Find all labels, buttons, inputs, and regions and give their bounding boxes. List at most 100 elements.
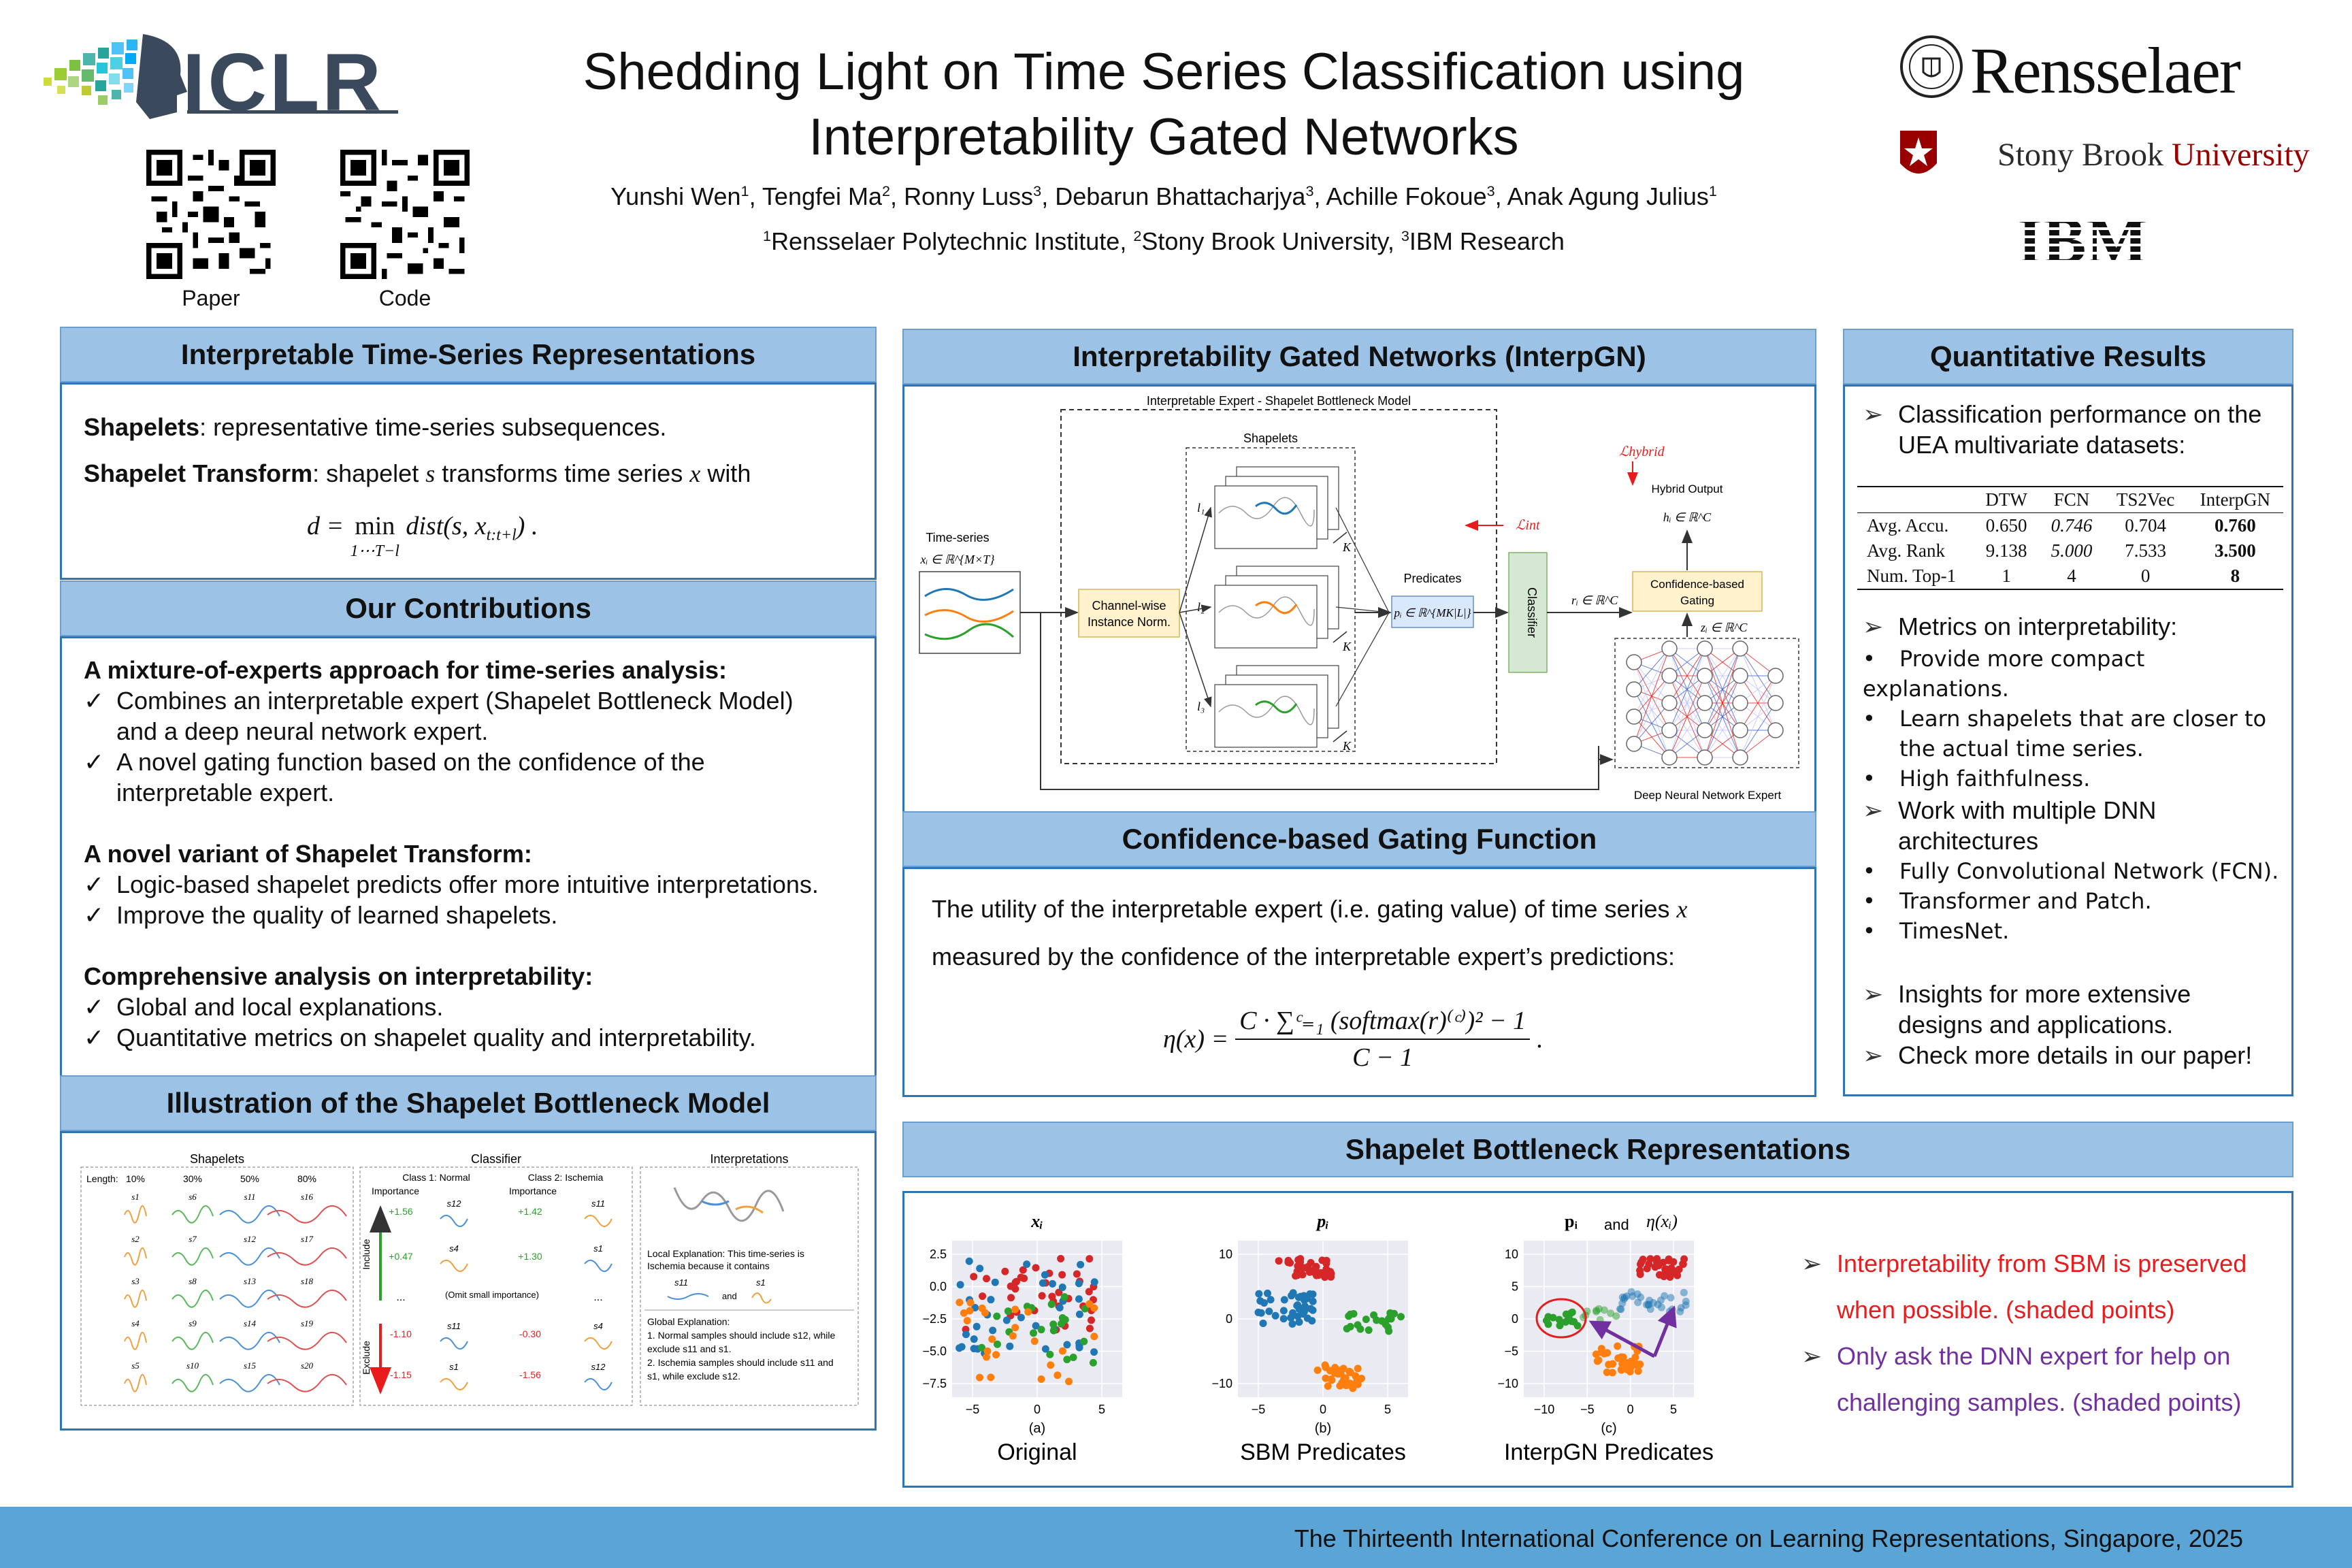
scatter-point	[1017, 1313, 1025, 1322]
affil-sup: 3	[1401, 227, 1409, 244]
scatter-point	[1288, 1320, 1296, 1328]
scatter-point	[1330, 1369, 1339, 1377]
contrib-item-text: A novel gating function based on the con…	[116, 748, 705, 776]
bullet-item: High faithfulness.	[1863, 764, 2291, 794]
sbr-xtick: 5	[1098, 1403, 1105, 1416]
bullet-text: Transformer and Patch.	[1899, 888, 2152, 914]
scatter-point	[1362, 1316, 1370, 1324]
author-affil-sup: 3	[1305, 182, 1314, 199]
sbr-ytick: 10	[1505, 1247, 1518, 1261]
illus-global-line: 2. Ischemia samples should include s11 a…	[647, 1357, 834, 1368]
illus-shapelet-name: s8	[189, 1276, 197, 1286]
scatter-point	[1057, 1254, 1065, 1262]
scatter-point	[1265, 1307, 1273, 1316]
gating-line-1-x: x	[1676, 896, 1688, 923]
gating-eq-denominator: C − 1	[1235, 1039, 1531, 1073]
scatter-point	[1085, 1324, 1094, 1333]
contrib-item-cont: interpretable expert.	[116, 779, 335, 806]
scatter-point	[1312, 1262, 1320, 1271]
contrib-group-title: A novel variant of Shapelet Transform:	[84, 840, 532, 868]
transform-def-c: with	[700, 459, 751, 487]
sbr-ytick: 0	[1512, 1312, 1518, 1326]
scatter-point	[1039, 1279, 1047, 1287]
rensselaer-logo: Rensselaer	[1970, 34, 2241, 107]
illus-c2-value: -1.56	[519, 1369, 541, 1380]
contrib-item-cont: and a deep neural network expert.	[116, 717, 489, 745]
table-cell: Avg. Rank	[1867, 540, 1945, 561]
eq-min-sub: 1⋯T−l	[350, 542, 399, 560]
illus-shapelet-name: s2	[131, 1234, 140, 1244]
shapelets-term: Shapelets	[84, 413, 200, 441]
scatter-point	[1657, 1303, 1665, 1311]
shapelet-stack: l₃K	[1179, 612, 1390, 753]
scatter-point	[1060, 1293, 1068, 1301]
nn-neuron	[1732, 668, 1748, 684]
illus-c2-shapelet: s4	[593, 1321, 603, 1331]
scatter-point	[1592, 1350, 1600, 1358]
scatter-point	[970, 1273, 978, 1281]
poster-title: Shedding Light on Time Series Classifica…	[449, 39, 1878, 170]
paper-qr-code[interactable]	[146, 150, 276, 279]
illus-omit: (Omit small importance)	[445, 1290, 539, 1300]
nn-neuron	[1732, 695, 1748, 711]
illus-c1-shapelet: s4	[449, 1243, 459, 1254]
shapelet-length-label: l₁	[1197, 501, 1205, 514]
r-math: rᵢ ∈ ℝ^C	[1571, 593, 1618, 607]
predicates-label: Predicates	[1403, 572, 1461, 585]
affil-name: Stony Brook University	[1141, 227, 1388, 255]
hybrid-output-label: Hybrid Output	[1652, 483, 1723, 495]
scatter-point	[978, 1304, 986, 1312]
author-name: Tengfei Ma	[762, 182, 883, 210]
illus-local-s-a: s11	[674, 1277, 688, 1288]
eq-rhs-sub: t:t+l	[486, 526, 517, 544]
scatter-point	[1565, 1313, 1573, 1322]
shapelet-k-label: K	[1342, 540, 1352, 554]
nn-neuron	[1697, 722, 1713, 738]
illus-c2-shapelet: s1	[593, 1243, 603, 1254]
scatter-point	[1011, 1305, 1019, 1313]
table-cell: 0.760	[2214, 515, 2256, 536]
sbr-ytick: −5	[1504, 1345, 1518, 1358]
shapelet-length-label: l₃	[1197, 700, 1205, 713]
sbr-plot-caption: Original	[997, 1439, 1077, 1465]
predicates-math: pᵢ ∈ ℝ^{MK|L|}	[1393, 606, 1471, 619]
sbr-ytick: 2.5	[930, 1247, 947, 1261]
table-cell: 3.500	[2214, 540, 2256, 561]
code-qr-code[interactable]	[340, 150, 470, 279]
scatter-point	[1075, 1310, 1083, 1318]
illus-shapelet-curve	[124, 1374, 147, 1392]
scatter-point	[1377, 1317, 1386, 1325]
contrib-item: Improve the quality of learned shapelets…	[84, 900, 819, 930]
scatter-point	[1090, 1333, 1098, 1341]
bullet-text: Provide more compact explanations.	[1863, 646, 2145, 702]
scatter-point	[1296, 1255, 1305, 1263]
shapelets-label: Shapelets	[1243, 431, 1298, 445]
illus-global-title: Global Explanation:	[647, 1316, 730, 1327]
illus-c1-value: -1.15	[390, 1369, 412, 1380]
sbr-note-red-b: when possible. (shaded points)	[1837, 1296, 2175, 1324]
scatter-point	[1049, 1326, 1058, 1335]
illus-shapelet-curve	[267, 1247, 347, 1266]
scatter-point	[1007, 1282, 1015, 1290]
illus-shapelet-name: s9	[189, 1318, 197, 1328]
h-math: hᵢ ∈ ℝ^C	[1663, 510, 1712, 524]
scatter-point	[1627, 1357, 1635, 1365]
illus-c1-value: -1.10	[390, 1328, 412, 1339]
scatter-point	[1056, 1304, 1064, 1312]
bullet-icon	[1863, 858, 1899, 884]
sbr-arrow	[1652, 1305, 1677, 1357]
illus-ellipsis-1: ...	[396, 1292, 405, 1303]
interpretable-expert-label: Interpretable Expert - Shapelet Bottlene…	[1147, 394, 1411, 408]
scatter-point	[1313, 1366, 1322, 1374]
bullet-item: Learn shapelets that are closer to	[1863, 704, 2291, 734]
scatter-point	[1047, 1361, 1055, 1369]
scatter-point	[1603, 1368, 1611, 1376]
sbr-ytick: 5	[1512, 1280, 1518, 1294]
illus-shapelet-curve	[219, 1205, 280, 1224]
table-cell: 4	[2067, 566, 2076, 586]
scatter-point	[1037, 1375, 1045, 1383]
